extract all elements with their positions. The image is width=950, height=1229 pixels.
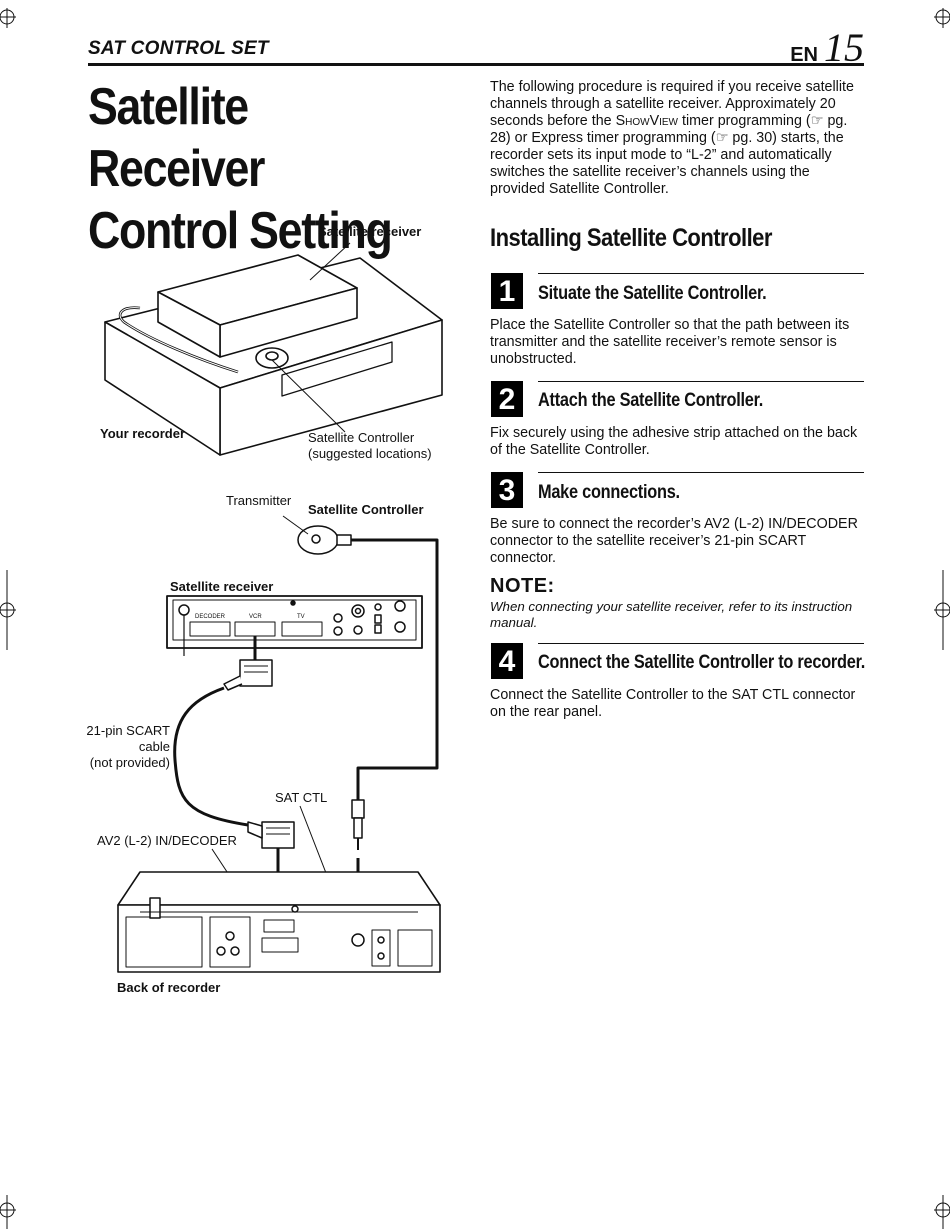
running-header: SAT CONTROL SET — [88, 38, 269, 59]
note-text: When connecting your satellite receiver,… — [490, 599, 853, 630]
page-title-line-1: Satellite Receiver — [88, 78, 265, 198]
step-1-body: Place the Satellite Controller so that t… — [490, 317, 850, 367]
label-sat-ctl: SAT CTL — [275, 790, 328, 805]
step-2-body: Fix securely using the adhesive strip at… — [490, 425, 858, 458]
step-2-heading: Attach the Satellite Controller. — [538, 390, 764, 411]
reg-mark-bottom-left — [0, 1195, 16, 1229]
scart-cable — [173, 686, 249, 827]
step-4-rule — [538, 643, 864, 644]
label-transmitter: Transmitter — [226, 493, 292, 508]
step-2-number: 2 — [491, 381, 523, 417]
showview-term: ShowView — [615, 113, 678, 129]
label-satellite-controller: Satellite Controller — [308, 502, 424, 517]
step-3-body: Be sure to connect the recorder’s AV2 (L… — [490, 516, 858, 566]
step-3-rule — [538, 472, 864, 473]
step-3-number: 3 — [491, 472, 523, 508]
step-2-rule — [538, 381, 864, 382]
step-4-number: 4 — [491, 643, 523, 679]
label-scart-cable: 21-pin SCART cable (not provided) — [70, 723, 170, 771]
reg-mark-mid-left — [0, 570, 16, 650]
reg-mark-mid-right — [934, 570, 950, 650]
controller-cable — [351, 538, 439, 800]
step-4-heading: Connect the Satellite Controller to reco… — [538, 652, 866, 673]
label-scart-line-2: cable — [138, 739, 170, 754]
step-4-body: Connect the Satellite Controller to the … — [490, 687, 856, 720]
section-title: Installing Satellite Controller — [490, 224, 772, 252]
step-1-number: 1 — [491, 273, 523, 309]
sat-box-side — [157, 291, 221, 358]
recorder-back-top — [117, 871, 441, 906]
port-label-decoder: DECODER — [195, 614, 226, 620]
recorder-front-slot — [281, 341, 393, 397]
note-label: NOTE: — [490, 575, 555, 597]
step-1-heading: Situate the Satellite Controller. — [538, 283, 767, 304]
label-controller-line-2: (suggested locations) — [308, 446, 432, 461]
header-rule — [88, 63, 864, 66]
scart-plug-top — [239, 659, 273, 687]
label-back-of-recorder: Back of recorder — [117, 980, 221, 995]
registration-marks — [0, 8, 950, 1229]
page-number: 15 — [824, 25, 864, 70]
port-label-tv: TV — [297, 614, 305, 620]
intro-text-2: timer programming (☞ pg. 28) or Express … — [490, 113, 848, 197]
label-scart-line-1: 21-pin SCART — [86, 723, 170, 738]
intro-text-1: The following procedure is required if y… — [490, 79, 854, 129]
intro-paragraph: The following procedure is required if y… — [490, 79, 862, 198]
scart-plug-bottom — [261, 821, 295, 849]
label-your-recorder: Your recorder — [100, 426, 186, 441]
port-label-vcr: VCR — [249, 614, 262, 620]
step-1-rule — [538, 273, 864, 274]
language-code: EN — [790, 44, 818, 66]
reg-mark-bottom-right — [934, 1195, 950, 1229]
reg-mark-top-left — [0, 8, 16, 28]
label-av2: AV2 (L-2) IN/DECODER — [97, 833, 237, 848]
top-installation-diagram — [104, 242, 443, 456]
recorder-side-face — [104, 321, 221, 456]
label-satellite-receiver-bottom: Satellite receiver — [170, 579, 274, 594]
page-number-block: EN 15 — [790, 24, 864, 71]
reg-mark-top-right — [934, 8, 950, 28]
label-satellite-receiver-top: Satellite receiver — [318, 224, 422, 239]
label-scart-line-3: (not provided) — [89, 755, 170, 770]
label-controller-line-1: Satellite Controller — [308, 430, 415, 445]
bottom-connection-diagram — [117, 515, 441, 973]
label-satellite-controller-top: Satellite Controller (suggested location… — [308, 430, 432, 462]
step-3-heading: Make connections. — [538, 482, 680, 503]
page-title: Satellite Receiver Control Setting — [88, 76, 415, 262]
